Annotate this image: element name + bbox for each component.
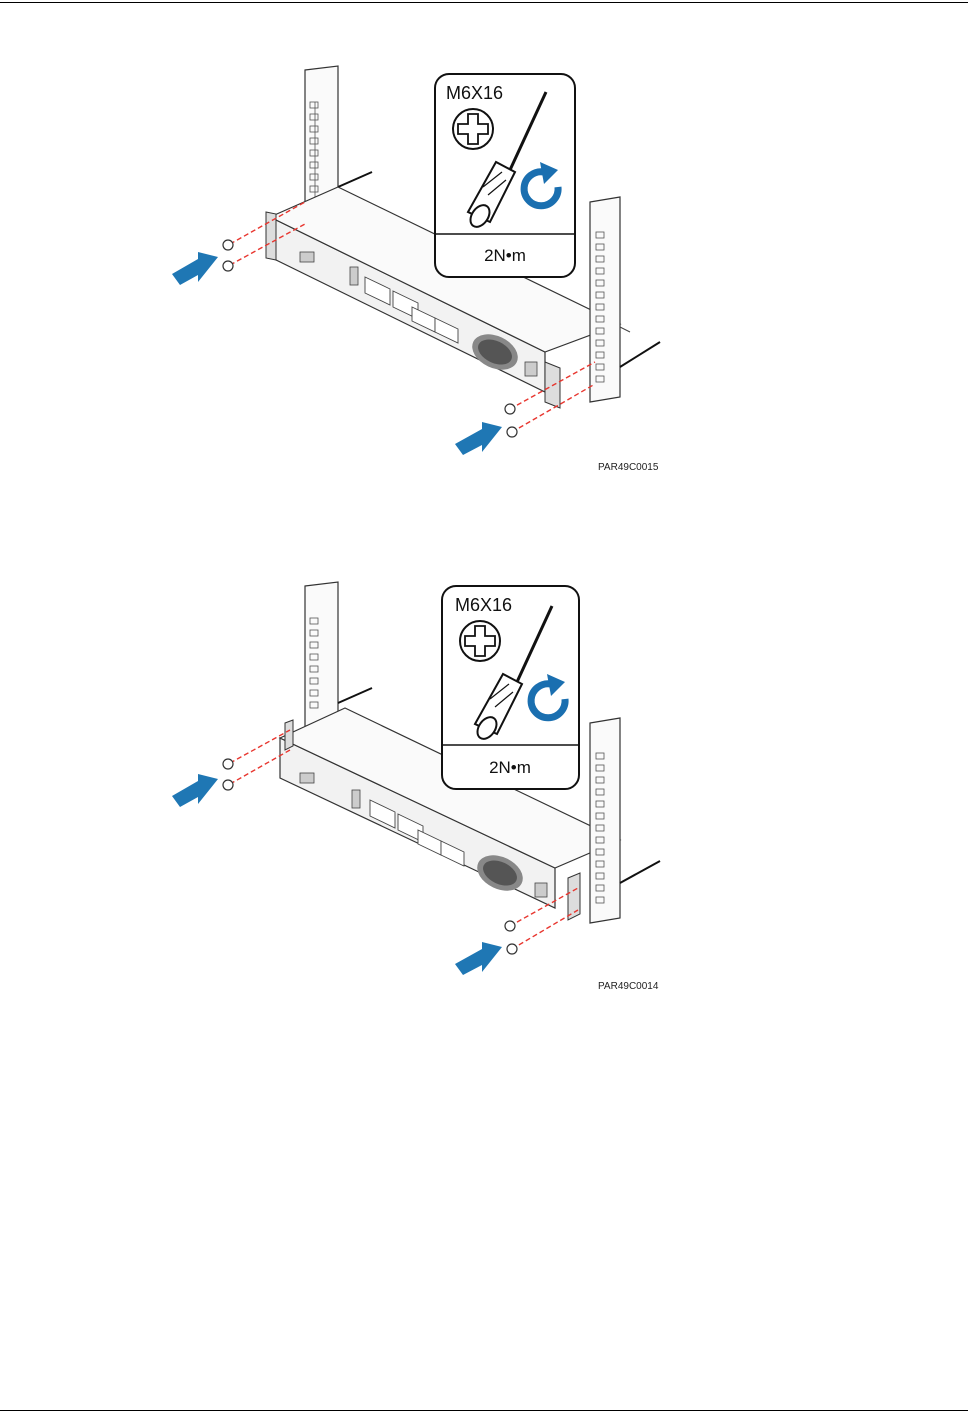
phillips-screw-icon xyxy=(453,109,493,149)
screw-spec-callout: M6X16 2N•m xyxy=(435,74,575,277)
footer-rule xyxy=(0,1410,968,1411)
figure-id-label: PAR49C0014 xyxy=(598,981,659,992)
torque-label: 2N•m xyxy=(484,246,526,265)
screw-spec-label: M6X16 xyxy=(446,83,503,103)
screw-spec-callout: M6X16 2N•m xyxy=(442,586,579,789)
figure-id-label: PAR49C0015 xyxy=(598,462,659,473)
figure-rack-install-1: M6X16 2N•m PAR49C0015 xyxy=(150,62,680,482)
rack-install-illustration-2: M6X16 2N•m PAR49C0014 xyxy=(150,578,680,998)
rack-install-illustration-1: M6X16 2N•m PAR49C0015 xyxy=(150,62,680,482)
figure-rack-install-2: M6X16 2N•m PAR49C0014 xyxy=(150,578,680,998)
right-rack-rail xyxy=(590,197,620,402)
torque-label: 2N•m xyxy=(489,758,531,777)
phillips-screw-icon xyxy=(460,621,500,661)
screw-spec-label: M6X16 xyxy=(455,595,512,615)
header-rule xyxy=(0,2,968,3)
right-rack-rail xyxy=(590,718,620,923)
